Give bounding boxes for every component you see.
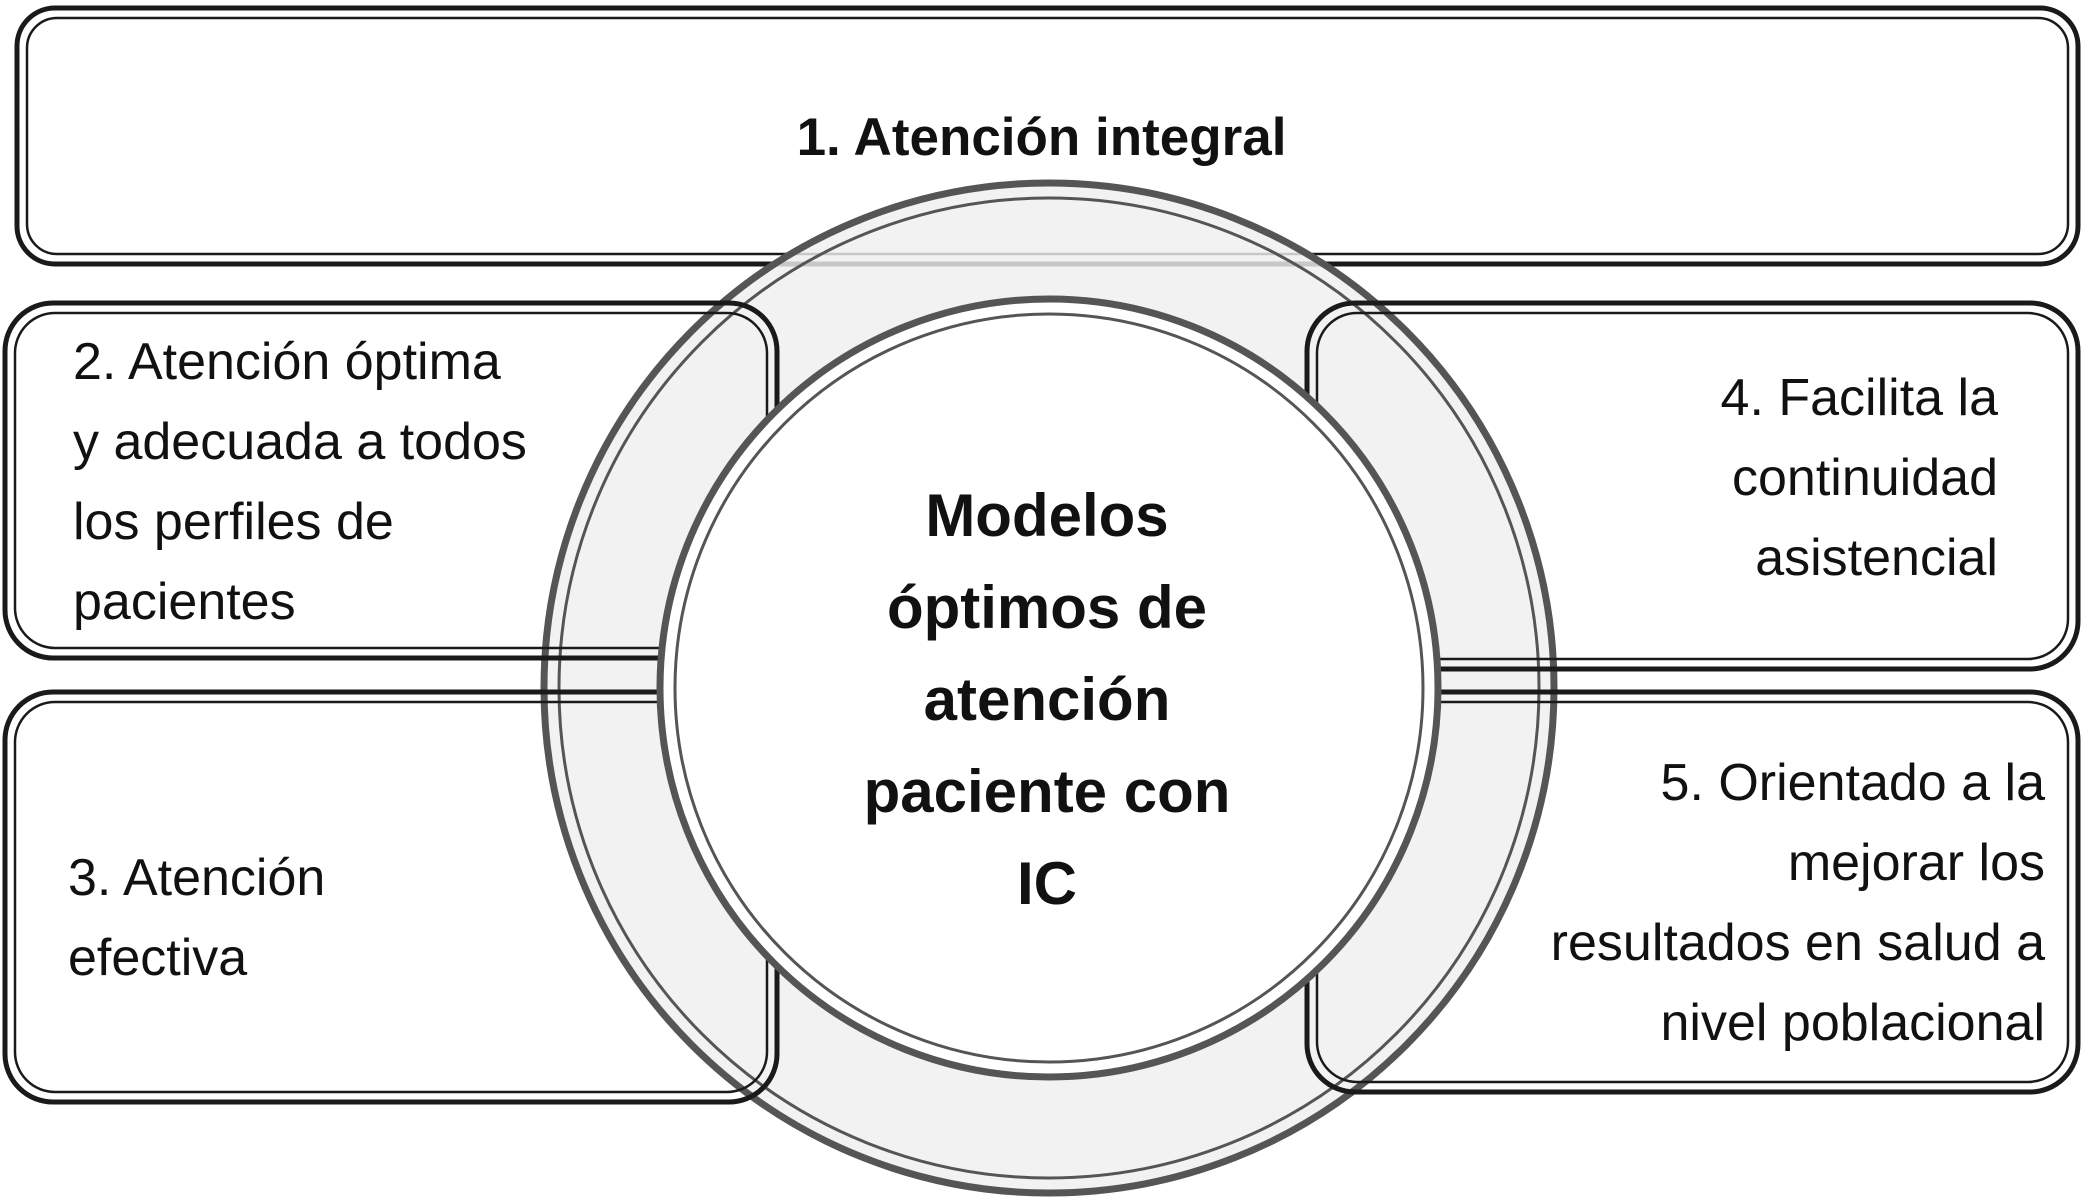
box-1-atencion-integral [14,5,2081,267]
box-5-line: 5. Orientado a la [1660,754,2045,812]
box-4-line: continuidad [1732,449,1998,507]
center-title-line: IC [1017,850,1077,917]
box-1-line: 1. Atención integral [796,108,1287,167]
center-title: Modelos óptimos de atención paciente con… [797,470,1297,930]
box-2-line: 2. Atención óptima [73,333,501,391]
box-3-line: efectiva [68,929,248,987]
box-5-label: 5. Orientado a la mejorar los resultados… [1551,743,2045,1063]
box-1-label: 1. Atención integral [0,98,2083,178]
center-title-line: paciente con [863,758,1231,825]
box-4-line: asistencial [1755,529,1998,587]
inner-circle [656,295,1442,1081]
box-4-label: 4. Facilita la continuidad asistencial [1721,358,1998,598]
box-2-line: los perfiles de [73,493,394,551]
box-5-line: resultados en salud a [1550,914,2045,972]
center-title-line: óptimos de [886,574,1207,641]
box-4-line: 4. Facilita la [1720,369,1998,427]
box-2-line: pacientes [73,573,296,631]
box-5-line: nivel poblacional [1660,994,2046,1052]
box-5-line: mejorar los [1787,834,2045,892]
box-2-label: 2. Atención óptima y adecuada a todos lo… [73,322,527,642]
center-title-line: atención [923,666,1171,733]
box-3-label: 3. Atención efectiva [68,838,325,998]
center-title-line: Modelos [925,482,1169,549]
box-3-line: 3. Atención [68,849,326,907]
box-2-line: y adecuada a todos [73,413,527,471]
